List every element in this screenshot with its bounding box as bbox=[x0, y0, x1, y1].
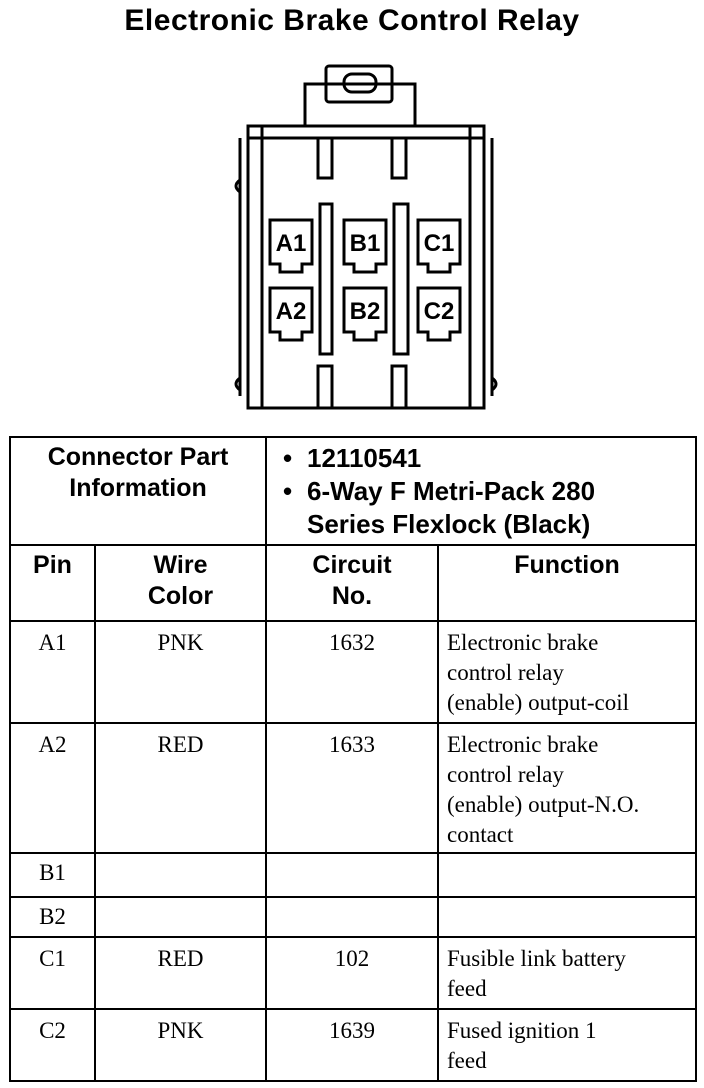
table-row: B1 bbox=[9, 852, 698, 898]
side-latch-left-bottom bbox=[234, 376, 241, 392]
connector-latch-slot bbox=[342, 72, 378, 94]
pin-cell: A1 bbox=[9, 620, 96, 724]
circuit-cell bbox=[265, 852, 439, 898]
side-latch-left-top bbox=[234, 178, 241, 194]
circuit-cell bbox=[265, 896, 439, 938]
center-rail-2 bbox=[392, 202, 410, 356]
function-cell: Electronic brake control relay (enable) … bbox=[436, 620, 698, 724]
connector-latch-outer bbox=[303, 82, 417, 128]
cavity-label-c2: C2 bbox=[424, 298, 455, 325]
column-header-pin: Pin bbox=[9, 544, 96, 622]
cavity-b1 bbox=[342, 218, 388, 274]
cavity-label-a2: A2 bbox=[276, 298, 307, 325]
bottom-slot-1 bbox=[316, 364, 334, 410]
bottom-slot-2 bbox=[390, 364, 408, 410]
connector-latch-tab bbox=[324, 64, 394, 104]
pin-cell: C1 bbox=[9, 936, 96, 1010]
column-header-circuit: Circuit No. bbox=[265, 544, 439, 622]
part-info-row: Connector Part Information •12110541 •6-… bbox=[9, 436, 698, 546]
connector-body bbox=[246, 124, 486, 410]
side-latch-right-bottom bbox=[491, 376, 498, 392]
table-row: C1 RED 102 Fusible link battery feed bbox=[9, 936, 698, 1010]
cavity-label-c1: C1 bbox=[424, 230, 455, 257]
part-number: •12110541 bbox=[283, 443, 422, 473]
column-header-function: Function bbox=[436, 544, 698, 622]
pin-cell: B2 bbox=[9, 896, 96, 938]
part-info-values: •12110541 •6-Way F Metri-Pack 280 Series… bbox=[264, 436, 698, 546]
circuit-cell: 1639 bbox=[265, 1008, 439, 1082]
cavity-label-b1: B1 bbox=[350, 230, 381, 257]
column-header-row: Pin Wire Color Circuit No. Function bbox=[9, 544, 698, 622]
wire-color-cell: RED bbox=[94, 936, 267, 1010]
cavity-label-a1: A1 bbox=[276, 230, 307, 257]
wire-color-cell bbox=[94, 896, 267, 938]
connector-diagram: A1 B1 C1 A2 B2 C2 bbox=[234, 64, 498, 410]
function-cell: Electronic brake control relay (enable) … bbox=[436, 722, 698, 854]
cavity-b2 bbox=[342, 286, 388, 342]
part-series: Series Flexlock (Black) bbox=[307, 509, 591, 539]
wire-color-cell: PNK bbox=[94, 620, 267, 724]
pinout-table: Connector Part Information •12110541 •6-… bbox=[9, 436, 698, 1082]
function-cell bbox=[436, 852, 698, 898]
top-slot-2 bbox=[390, 136, 408, 180]
function-cell bbox=[436, 896, 698, 938]
wire-color-cell bbox=[94, 852, 267, 898]
wire-color-cell: PNK bbox=[94, 1008, 267, 1082]
table-row: A1 PNK 1632 Electronic brake control rel… bbox=[9, 620, 698, 724]
function-cell: Fusible link battery feed bbox=[436, 936, 698, 1010]
cavity-a2 bbox=[268, 286, 314, 342]
column-header-wire-color: Wire Color bbox=[94, 544, 267, 622]
cavity-a1 bbox=[268, 218, 314, 274]
cavity-c1 bbox=[416, 218, 462, 274]
pin-cell: B1 bbox=[9, 852, 96, 898]
table-row: A2 RED 1633 Electronic brake control rel… bbox=[9, 722, 698, 854]
pin-cell: A2 bbox=[9, 722, 96, 854]
pin-cell: C2 bbox=[9, 1008, 96, 1082]
part-info-label: Connector Part Information bbox=[9, 436, 267, 546]
circuit-cell: 1633 bbox=[265, 722, 439, 854]
part-description: •6-Way F Metri-Pack 280 bbox=[283, 476, 596, 506]
cavity-c2 bbox=[416, 286, 462, 342]
table-row: C2 PNK 1639 Fused ignition 1 feed bbox=[9, 1008, 698, 1082]
page-title: Electronic Brake Control Relay bbox=[124, 4, 580, 37]
function-cell: Fused ignition 1 feed bbox=[436, 1008, 698, 1082]
center-rail-1 bbox=[318, 202, 334, 356]
circuit-cell: 1632 bbox=[265, 620, 439, 724]
wire-color-cell: RED bbox=[94, 722, 267, 854]
circuit-cell: 102 bbox=[265, 936, 439, 1010]
cavity-label-b2: B2 bbox=[350, 298, 381, 325]
table-row: B2 bbox=[9, 896, 698, 938]
top-slot-1 bbox=[316, 136, 334, 180]
